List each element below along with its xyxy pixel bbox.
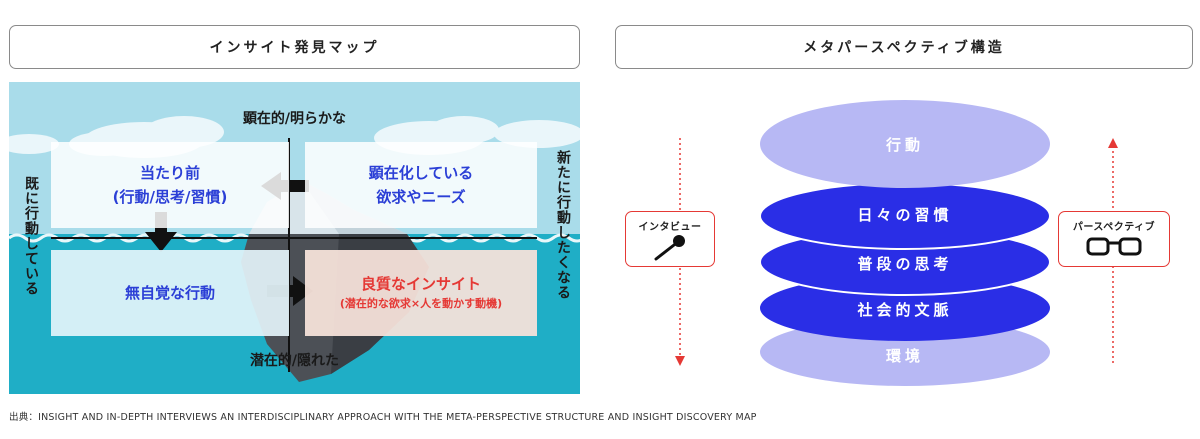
quadrant-unconscious-behavior: 無自覚な行動 — [51, 250, 289, 336]
layer-usual-thinking: 普段の思考 — [857, 255, 953, 273]
layer-behavior: 行動 — [885, 136, 924, 154]
insight-map-title: インサイト発見マップ — [9, 25, 580, 69]
layer-stack-graphic — [675, 100, 1118, 386]
quadrant-tr-line1: 顕在化している — [368, 164, 474, 182]
interview-label: インタビュー — [638, 222, 702, 233]
source-citation: 出典：INSIGHT AND IN-DEPTH INTERVIEWS AN IN… — [9, 412, 757, 423]
layer-environment: 環境 — [885, 347, 924, 365]
perspective-label: パースペクティブ — [1072, 222, 1156, 233]
insight-discovery-map: 当たり前 (行動/思考/習慣) 顕在化している 欲求やニーズ 無自覚な行動 良質… — [9, 82, 580, 394]
axis-bottom-label: 潜在的/隠れた — [249, 353, 340, 369]
axis-left-label: 既に行動している — [23, 176, 39, 296]
perspective-card: パースペクティブ — [1058, 211, 1170, 267]
microphone-icon — [654, 235, 685, 261]
quadrant-bl-line1: 無自覚な行動 — [124, 284, 215, 302]
quadrant-tl-line2: (行動/思考/習慣) — [112, 188, 228, 206]
quadrant-br-line1: 良質なインサイト — [360, 275, 481, 293]
quadrant-quality-insight: 良質なインサイト (潜在的な欲求×人を動かす動機) — [305, 250, 537, 336]
axis-right-label: 新たに行動したくなる — [555, 150, 571, 300]
quadrant-tl-line1: 当たり前 — [139, 164, 200, 182]
quadrant-explicit-needs: 顕在化している 欲求やニーズ — [305, 142, 537, 228]
layer-daily-habits: 日々の習慣 — [857, 206, 953, 224]
interview-card: インタビュー — [625, 211, 715, 267]
iceberg-background — [9, 82, 580, 394]
axis-top-label: 顕在的/明らかな — [242, 111, 347, 127]
glasses-icon — [1086, 237, 1142, 256]
quadrant-br-line2: (潜在的な欲求×人を動かす動機) — [339, 297, 503, 310]
meta-perspective-title: メタパースペクティブ構造 — [615, 25, 1193, 69]
quadrant-tr-line2: 欲求やニーズ — [376, 188, 466, 206]
layer-social-context: 社会的文脈 — [857, 301, 953, 319]
meta-perspective-diagram: 行動 日々の習慣 普段の思考 社会的文脈 環境 — [615, 82, 1193, 394]
quadrant-common-behavior: 当たり前 (行動/思考/習慣) — [51, 142, 289, 228]
